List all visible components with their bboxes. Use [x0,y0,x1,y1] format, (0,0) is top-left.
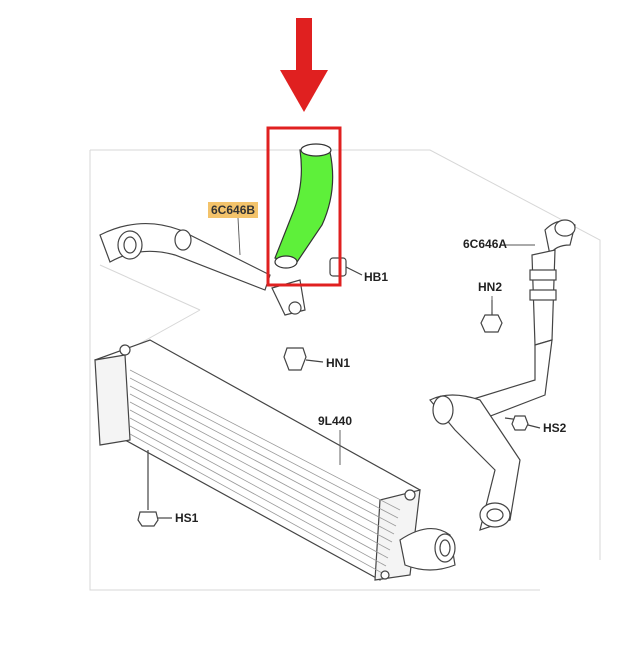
pipe-6c646a [429,219,576,531]
pipe-6c646b [99,223,271,291]
hn1-nut [283,347,324,371]
label-hb1: HB1 [364,270,389,284]
label-9l440: 9L440 [318,414,353,428]
selected-hose [274,143,334,269]
background-frame [89,149,601,591]
selection-box [266,126,342,287]
leader-lines [237,217,535,465]
down-arrow-icon [280,18,328,112]
hs2-screw [504,415,541,431]
intercooler-outlet [399,528,456,571]
label-hs1: HS1 [175,511,199,525]
intercooler [94,339,421,581]
label-6c646b: 6C646B [208,202,259,218]
hn2-nut [480,300,503,333]
label-hn2: HN2 [478,280,503,294]
hb1-clamp [329,257,363,277]
hose-bracket [271,279,306,316]
label-hs2: HS2 [543,421,567,435]
label-6c646a: 6C646A [463,237,508,251]
hs1-screw [137,450,172,527]
label-hn1: HN1 [326,356,351,370]
